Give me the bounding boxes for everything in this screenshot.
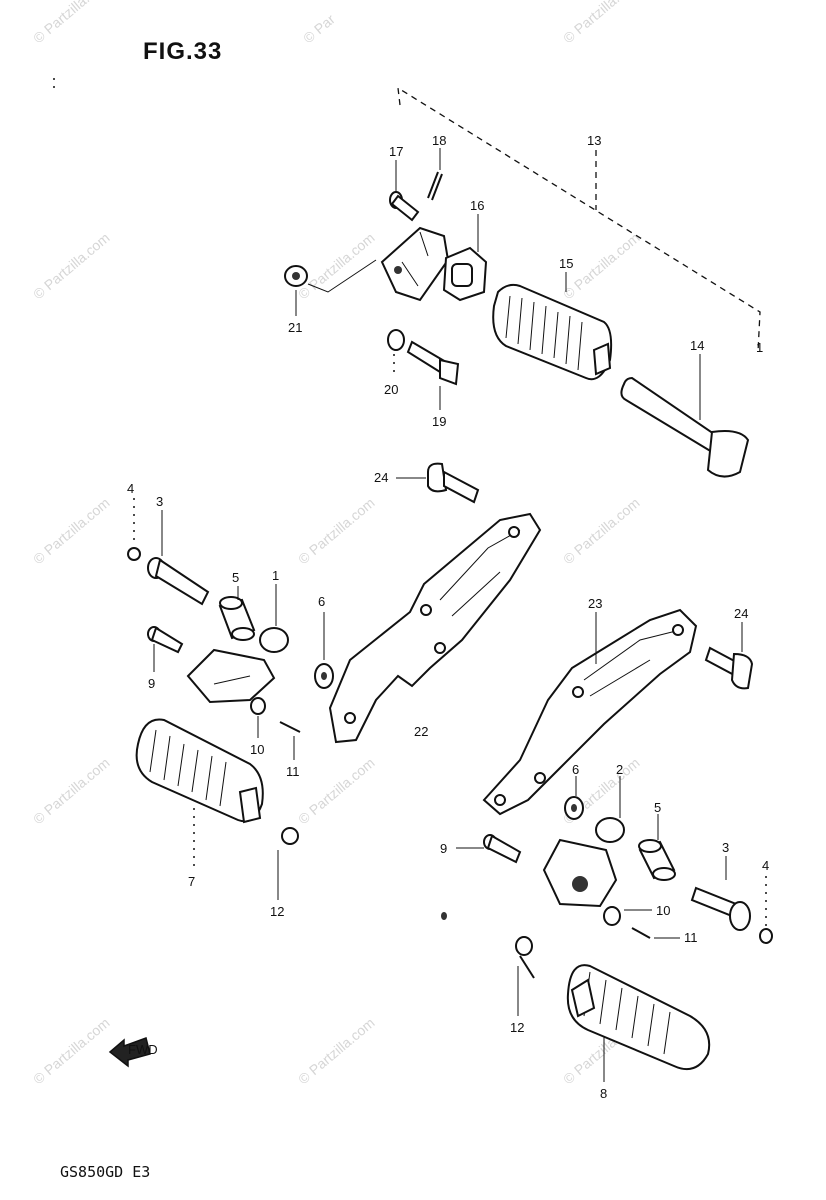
callout-9-right: 9 <box>440 841 447 856</box>
callout-8: 8 <box>600 1086 607 1101</box>
footrest-bracket-22 <box>328 512 542 744</box>
callout-22: 22 <box>414 724 428 739</box>
cotter-pin-11-left <box>279 721 301 733</box>
callout-10-left: 10 <box>250 742 264 757</box>
fwd-label: FWD <box>128 1042 158 1057</box>
collar-5-left <box>218 596 256 641</box>
callout-10-right: 10 <box>656 903 670 918</box>
bolt-17 <box>389 191 420 222</box>
callout-1-upper: 1 <box>756 340 763 355</box>
callout-6-right: 6 <box>572 762 579 777</box>
callout-11-left: 11 <box>286 764 300 779</box>
callout-18: 18 <box>432 133 446 148</box>
nut-4-right <box>759 928 773 944</box>
callout-24-right: 24 <box>734 606 748 621</box>
washer-10-left <box>250 697 266 715</box>
fwd-arrow-icon: FWD <box>108 1037 158 1068</box>
callout-16: 16 <box>470 198 484 213</box>
callout-14: 14 <box>690 338 704 353</box>
footrest-holder-right <box>542 838 618 908</box>
callout-2: 2 <box>616 762 623 777</box>
bushing-2-right <box>595 817 625 843</box>
washer-21 <box>284 265 308 287</box>
plate-16 <box>442 246 488 302</box>
callout-4-left: 4 <box>127 481 134 496</box>
callout-21: 21 <box>288 320 302 335</box>
callout-23: 23 <box>588 596 602 611</box>
callout-1-left: 1 <box>272 568 279 583</box>
spring-clip-12-left <box>281 827 299 845</box>
footrest-rubber-7 <box>135 718 264 824</box>
callout-4-right: 4 <box>762 858 769 873</box>
bolt-19 <box>406 340 460 386</box>
callout-15: 15 <box>559 256 573 271</box>
callout-5-left: 5 <box>232 570 239 585</box>
footrest-holder-left <box>186 648 276 704</box>
bolt-3-left <box>147 557 210 606</box>
callout-17: 17 <box>389 144 403 159</box>
cotter-pin-11-right <box>631 927 651 939</box>
footrest-shaft-14 <box>620 376 750 478</box>
nut-4-left <box>127 547 141 561</box>
footrest-rubber-8 <box>566 964 711 1070</box>
callout-7: 7 <box>188 874 195 889</box>
callout-6-left: 6 <box>318 594 325 609</box>
bolt-24-upper <box>427 462 480 504</box>
pin-9-right <box>483 834 522 864</box>
bolt-24-right <box>704 646 754 690</box>
pin-9-left <box>147 626 184 654</box>
spring-clip-12-right <box>515 936 535 979</box>
washer-10-right <box>441 906 621 926</box>
callout-12-right: 12 <box>510 1020 524 1035</box>
collar-5-right <box>638 839 676 881</box>
callout-9-left: 9 <box>148 676 155 691</box>
callout-20: 20 <box>384 382 398 397</box>
callout-13: 13 <box>587 133 601 148</box>
model-code: GS850GD E3 <box>60 1163 151 1181</box>
bushing-1-left <box>259 627 289 653</box>
assembly-bracket-13 <box>397 86 761 353</box>
washer-6-left <box>314 663 334 689</box>
bolt-3-right <box>690 886 751 931</box>
footrest-bracket-upper <box>380 226 450 302</box>
callout-5-right: 5 <box>654 800 661 815</box>
callout-19: 19 <box>432 414 446 429</box>
figure-title: FIG.33 <box>143 38 223 65</box>
footrest-rubber-15 <box>492 283 613 381</box>
cotter-pin-18 <box>427 171 443 201</box>
callout-11-right: 11 <box>684 930 698 945</box>
footrest-bracket-23 <box>482 608 698 816</box>
callout-24-upper: 24 <box>374 470 388 485</box>
callout-3-left: 3 <box>156 494 163 509</box>
washer-6-right <box>564 796 584 820</box>
washer-20 <box>387 329 405 351</box>
callout-3-right: 3 <box>722 840 729 855</box>
callout-12-left: 12 <box>270 904 284 919</box>
